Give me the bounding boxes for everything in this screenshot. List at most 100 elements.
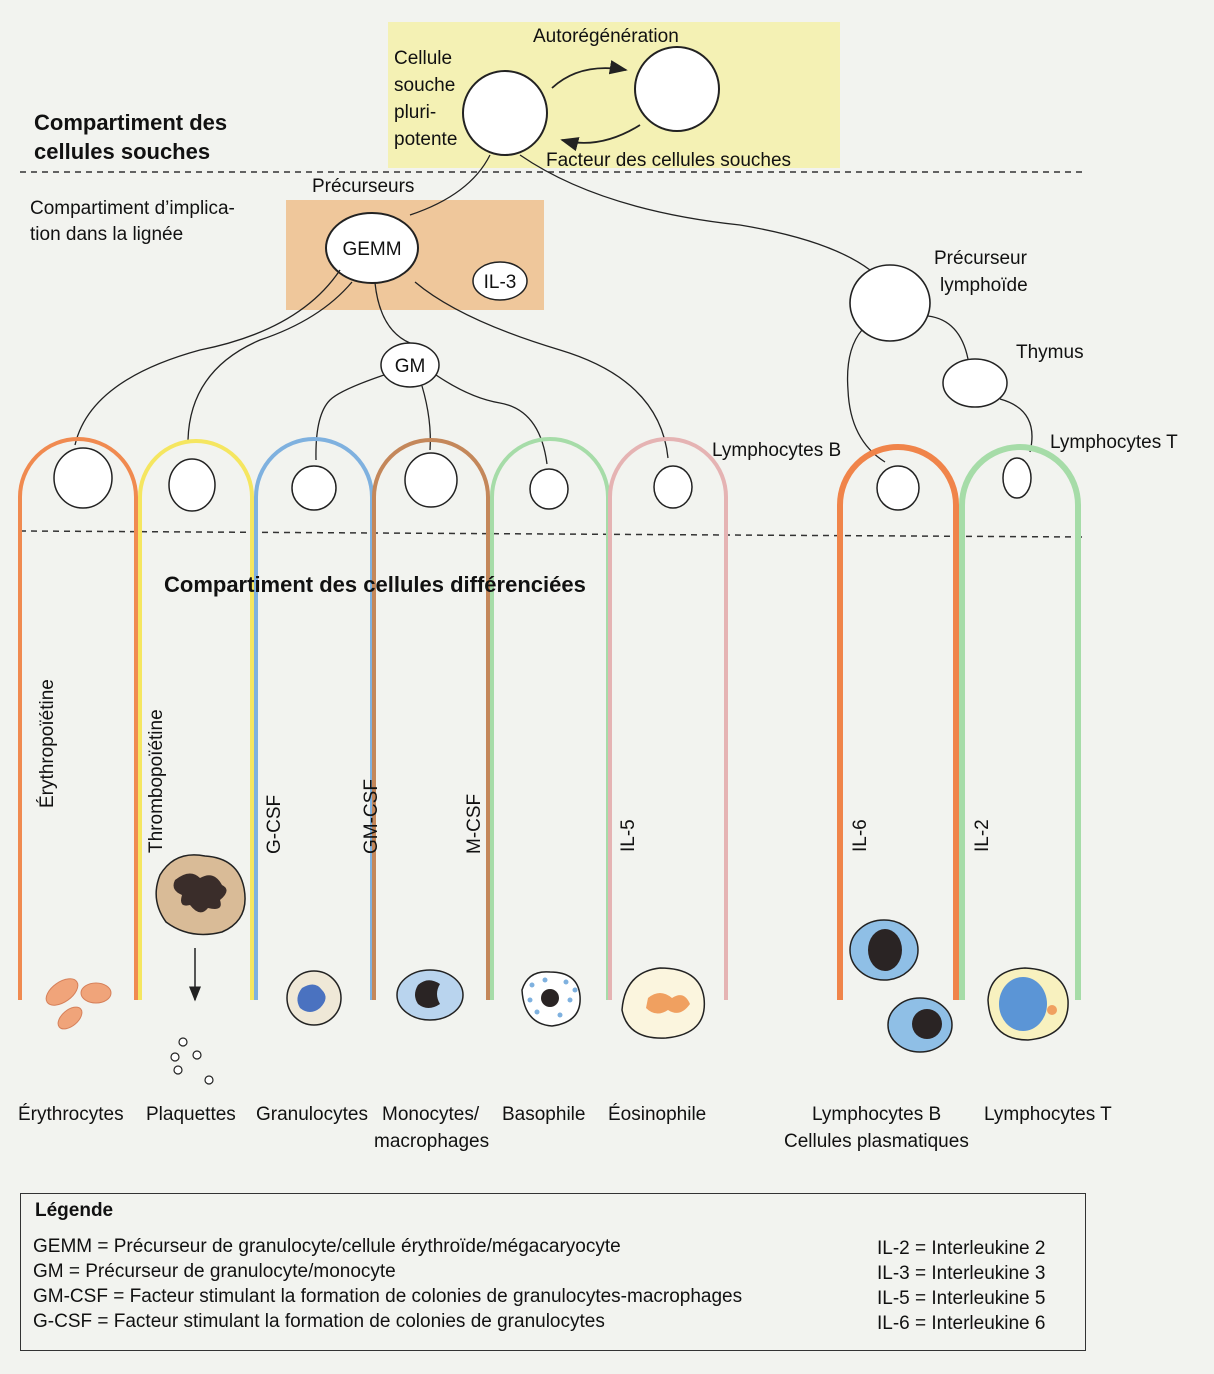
channel-mcsf <box>490 437 610 1000</box>
gm-to-mono-link <box>421 385 431 451</box>
lymphoid-to-thymus-link <box>927 315 969 360</box>
legend-entry-il5: IL-5 = Interleukine 5 <box>877 1288 1046 1309</box>
stem-heading-line2: cellules souches <box>34 139 210 164</box>
monocyte-illustration <box>396 969 464 1021</box>
lymph-t-progenitor <box>1002 457 1032 499</box>
hematopoiesis-diagram: Compartiment des cellules souches Cellul… <box>18 22 1178 1152</box>
label-lymph-t: Lymphocytes T <box>984 1104 1112 1125</box>
platelets-illustration <box>170 1037 214 1085</box>
channel-gmcsf <box>372 438 490 1000</box>
channel-thrombo <box>138 439 254 1000</box>
baso-progenitor <box>529 468 569 510</box>
factor-gmcsf: GM-CSF <box>361 779 382 854</box>
lymphoid-label-line1: Précurseur <box>934 248 1028 269</box>
label-erythrocytes: Érythrocytes <box>18 1104 124 1125</box>
pluripotent-stem-cell <box>462 70 548 156</box>
label-platelets: Plaquettes <box>146 1104 236 1125</box>
gemm-to-gm-link <box>374 282 411 344</box>
erythrocytes-illustration <box>45 978 112 1030</box>
label-monocytes-line1: Monocytes/ <box>382 1104 480 1125</box>
stem-to-lymphoid-link <box>519 154 871 271</box>
plasma-cell-illustration-1 <box>849 919 919 981</box>
lymph-t-precursor-label: Lymphocytes T <box>1050 432 1178 453</box>
legend-entry-gm: GM = Précurseur de granulocyte/monocyte <box>33 1261 396 1282</box>
legend-entry-gmcsf: GM-CSF = Facteur stimulant la formation … <box>33 1286 743 1307</box>
label-monocytes-line2: macrophages <box>374 1131 489 1152</box>
stem-heading-line1: Compartiment des <box>34 110 227 135</box>
stem-cell-label-3: pluri- <box>394 102 436 123</box>
granulocyte-illustration <box>286 970 342 1026</box>
legend-entry-il6: IL-6 = Interleukine 6 <box>877 1313 1046 1334</box>
label-lymph-b-line1: Lymphocytes B <box>812 1104 941 1125</box>
legend-left-column: GEMM = Précurseur de granulocyte/cellule… <box>33 1234 742 1334</box>
factor-il2: IL-2 <box>972 819 993 852</box>
legend-entry-il2: IL-2 = Interleukine 2 <box>877 1238 1046 1259</box>
legend-title: Légende <box>35 1200 114 1221</box>
gm-to-baso-link <box>435 374 548 465</box>
gemm-precursor-cell <box>325 212 419 284</box>
channel-il5 <box>608 437 728 1000</box>
mono-progenitor <box>404 452 458 508</box>
precursors-label: Précurseurs <box>312 176 414 197</box>
self-renewal-arrow <box>551 60 628 89</box>
gemm-to-thrombo-link <box>187 281 353 441</box>
eosino-progenitor <box>653 465 693 509</box>
legend-right-column: IL-2 = Interleukine 2 IL-3 = Interleukin… <box>877 1236 1045 1336</box>
legend-entry-il3: IL-3 = Interleukine 3 <box>877 1263 1046 1284</box>
gm-to-granulo-link <box>315 374 385 461</box>
stem-factor-arrow <box>560 124 641 152</box>
stem-factor-label: Facteur des cellules souches <box>546 150 791 171</box>
label-basophil: Basophile <box>502 1104 585 1125</box>
t-lymphocyte-illustration <box>987 967 1069 1041</box>
differentiated-separator-line <box>19 530 1085 538</box>
gemm-label: GEMM <box>342 239 401 260</box>
stem-compartment-box <box>388 22 840 168</box>
stem-cell-label-2: souche <box>394 75 455 96</box>
factor-mcsf: M-CSF <box>464 794 485 854</box>
lymph-b-precursor-label: Lymphocytes B <box>712 440 841 461</box>
gm-label: GM <box>395 356 426 377</box>
thymus-label: Thymus <box>1016 342 1084 363</box>
stem-cell-label-1: Cellule <box>394 48 452 69</box>
self-renewal-label: Autorégénération <box>533 26 679 47</box>
thymus-to-t-link <box>999 398 1033 453</box>
granulo-progenitor <box>291 465 337 511</box>
il3-label: IL-3 <box>484 272 517 293</box>
channel-il6 <box>837 444 959 1000</box>
factor-il5: IL-5 <box>618 819 639 852</box>
channel-gcsf <box>254 437 374 1000</box>
channel-il2 <box>959 444 1081 1000</box>
factor-thrombopoietin: Thrombopoïétine <box>146 709 167 853</box>
differentiated-heading: Compartiment des cellules différenciées <box>164 572 586 597</box>
lymphoid-to-b-link <box>846 329 886 463</box>
basophil-illustration <box>521 971 581 1027</box>
stem-to-gemm-link <box>409 154 491 216</box>
stem-cell-label-4: potente <box>394 129 457 150</box>
commitment-heading-line2: tion dans la lignée <box>30 224 183 245</box>
lymphoid-precursor-cell <box>849 264 931 342</box>
legend-entry-gcsf: G-CSF = Facteur stimulant la formation d… <box>33 1311 605 1332</box>
lymph-b-progenitor <box>876 465 920 511</box>
gemm-to-eosino-link <box>414 281 669 459</box>
legend-box: Légende GEMM = Précurseur de granulocyte… <box>20 1193 1086 1351</box>
thymus-cell <box>942 358 1008 408</box>
megakaryocyte-illustration <box>155 854 246 936</box>
il3-factor-badge <box>472 261 528 301</box>
factor-il6: IL-6 <box>850 819 871 852</box>
erythro-progenitor <box>53 447 113 509</box>
thrombo-progenitor <box>168 458 216 512</box>
label-lymph-b-line2: Cellules plasmatiques <box>784 1131 969 1152</box>
factor-erythropoietin: Érythropoïétine <box>37 679 58 808</box>
label-granulocytes: Granulocytes <box>256 1104 368 1125</box>
lymphoid-label-line2: lymphoïde <box>940 275 1028 296</box>
plasma-cell-illustration-2 <box>887 997 953 1053</box>
self-renewed-stem-cell <box>634 46 720 132</box>
eosinophil-illustration <box>621 967 706 1039</box>
label-eosinophil: Éosinophile <box>608 1104 706 1125</box>
gemm-to-erythro-link <box>74 269 341 446</box>
channel-erythro <box>18 437 138 1000</box>
factor-gcsf: G-CSF <box>264 795 285 854</box>
legend-entry-gemm: GEMM = Précurseur de granulocyte/cellule… <box>33 1236 621 1257</box>
commitment-heading-line1: Compartiment d’implica- <box>30 198 235 219</box>
